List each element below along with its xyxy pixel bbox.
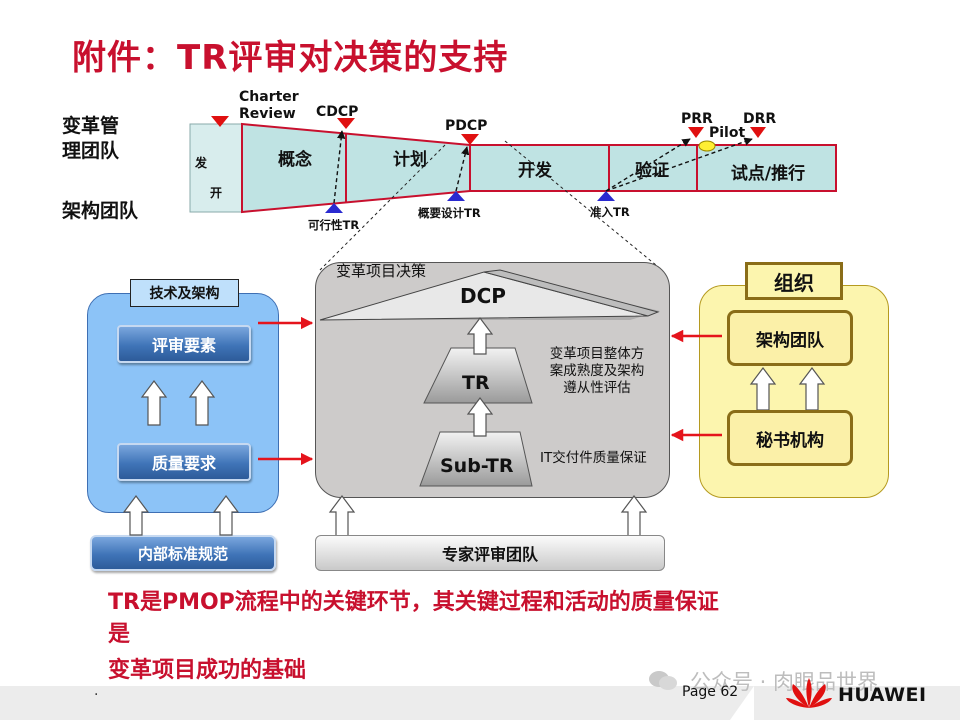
cdcp-marker [337,118,355,129]
conclusion-line-1: TR是PMOP流程中的关键环节，其关键过程和活动的质量保证 [108,590,719,615]
cdcp-label: CDCP [316,104,359,120]
timeline-start-box [189,123,243,213]
architecture-team-label: 架构团队 [62,200,139,222]
prr-label: PRR [681,111,713,127]
prr-marker [688,127,704,138]
review-elements-box: 评审要素 [117,325,251,363]
sub-tr-label: Sub-TR [440,455,514,477]
dcp-label: DCP [460,284,506,308]
drr-label: DRR [743,111,777,127]
page-number: Page 62 [682,684,739,700]
pilot-label: Pilot [709,125,746,141]
expert-review-team-box: 专家评审团队 [315,535,665,571]
tr-block [423,347,533,404]
page-title: 附件：TR评审对决策的支持 [72,38,509,78]
pdcp-label: PDCP [445,118,488,134]
watermark-text: 公众号 · 肉眼品世界 [690,670,879,694]
timeline-start-label: 发 开 [195,156,223,200]
phase-verify: 验证 [635,160,669,181]
feasibility-tr-marker [325,203,343,213]
footer-dot: . [94,683,99,699]
phase-pilot-rollout: 试点/推行 [730,163,806,184]
charter-review-marker [211,116,229,127]
phase-plan: 计划 [393,149,427,170]
drr-marker [750,127,766,138]
charter-review-label: Charter Review [239,89,299,122]
change-decision-label: 变革项目决策 [336,262,427,280]
huawei-logo-icon [784,676,834,710]
pdcp-marker [461,134,479,145]
footer-accent [730,686,754,720]
change-management-team-label: 变革管 理团队 [62,115,120,162]
conclusion-line-3: 变革项目成功的基础 [108,658,307,683]
secretariat-box: 秘书机构 [727,410,853,466]
sub-tr-block [419,431,533,487]
phase-develop: 开发 [518,160,552,181]
entry-tr-label: 准入TR [590,205,630,219]
quality-requirements-box: 质量要求 [117,443,251,481]
pilot-marker [698,140,716,152]
tr-label: TR [462,372,490,394]
wechat-icon [648,668,678,692]
tr-description: 变革项目整体方 案成熟度及架构 遵从性评估 [549,346,645,396]
overview-design-tr-label: 概要设计TR [418,206,481,220]
internal-standards-box: 内部标准规范 [90,535,276,571]
feasibility-tr-label: 可行性TR [308,218,360,232]
entry-tr-marker [597,191,615,201]
overview-design-tr-marker [447,191,465,201]
tech-architecture-header: 技术及架构 [130,279,239,307]
sub-tr-description: IT交付件质量保证 [540,450,647,466]
architecture-team-box: 架构团队 [727,310,853,366]
huawei-brand: HUAWEI [838,684,927,706]
conclusion-line-2: 是 [108,622,131,647]
phase-concept: 概念 [278,149,312,170]
organization-header: 组织 [745,262,843,300]
